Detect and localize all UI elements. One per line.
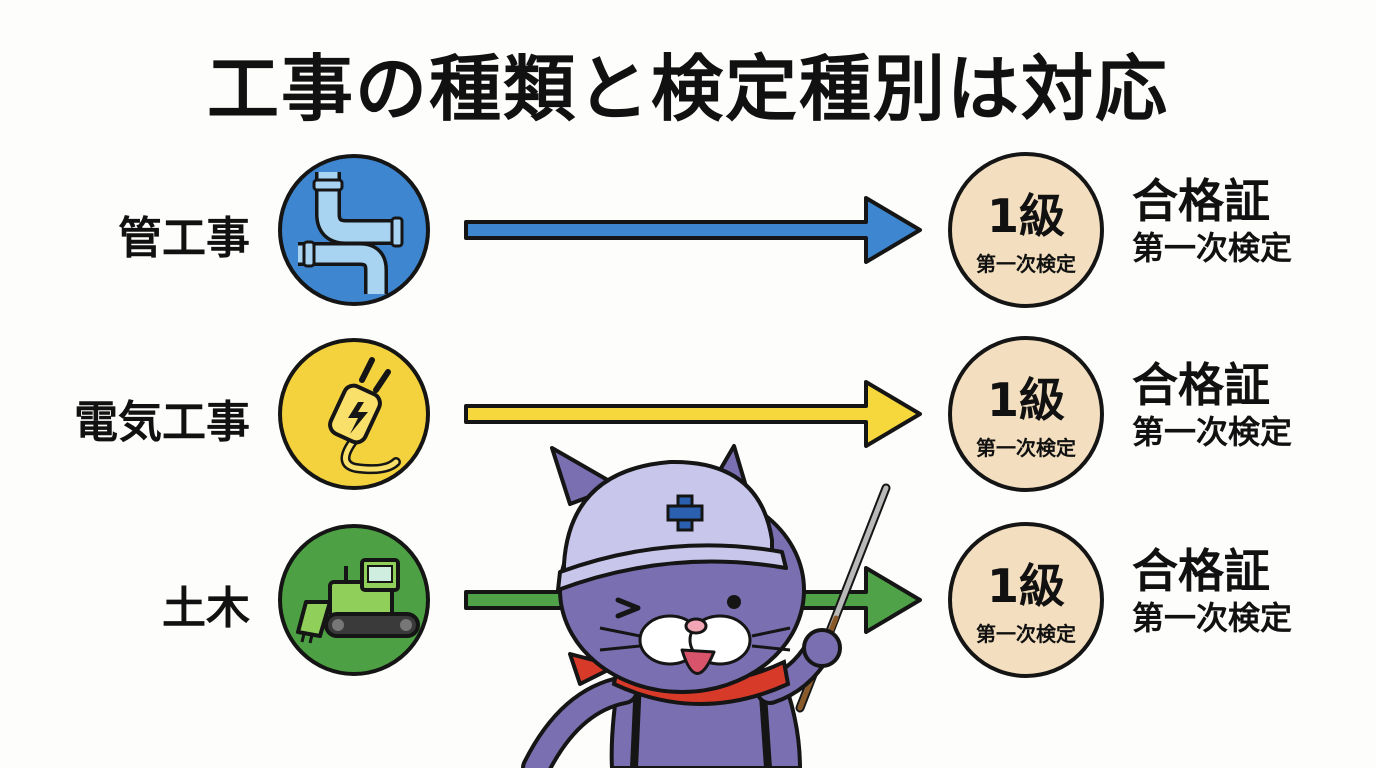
work-type-label: 電気工事	[74, 397, 250, 448]
work-type-label: 土木	[162, 583, 250, 634]
badge-grade: 1級	[986, 559, 1065, 613]
cert-sub: 第一次検定	[1132, 599, 1293, 637]
row-electrical-work: 電気工事 1級 第一次検定 合格証 第一次検定	[0, 336, 1376, 496]
certificate-label: 合格証 第一次検定	[1132, 174, 1372, 268]
page-title: 工事の種類と検定種別は対応	[206, 47, 1169, 131]
badge-exam-type: 第一次検定	[976, 436, 1076, 460]
badge-exam-type: 第一次検定	[976, 622, 1076, 646]
certificate-label: 合格証 第一次検定	[1132, 544, 1372, 638]
cert-sub: 第一次検定	[1132, 229, 1293, 267]
badge-grade: 1級	[986, 189, 1065, 243]
certificate-label: 合格証 第一次検定	[1132, 358, 1372, 452]
cert-main: 合格証	[1132, 358, 1270, 412]
work-type-label: 管工事	[118, 213, 250, 264]
pipe-icon	[276, 152, 432, 308]
cert-sub: 第一次検定	[1132, 413, 1293, 451]
cat-mascot	[500, 440, 900, 768]
cert-main: 合格証	[1132, 174, 1270, 228]
badge-exam-type: 第一次検定	[976, 252, 1076, 276]
grade-badge: 1級 第一次検定	[948, 336, 1104, 492]
arrow-right	[462, 190, 926, 270]
row-civil-engineering: 土木 1級 第一次検定 合格証 第一次検定	[0, 522, 1376, 682]
cert-main: 合格証	[1132, 544, 1270, 598]
row-pipe-work: 管工事 1級 第一次検定 合格証 第一次検定	[0, 152, 1376, 312]
grade-badge: 1級 第一次検定	[948, 522, 1104, 678]
bulldozer-icon	[276, 522, 432, 678]
plug-icon	[276, 336, 432, 492]
grade-badge: 1級 第一次検定	[948, 152, 1104, 308]
arrow-right	[462, 374, 926, 454]
badge-grade: 1級	[986, 373, 1065, 427]
